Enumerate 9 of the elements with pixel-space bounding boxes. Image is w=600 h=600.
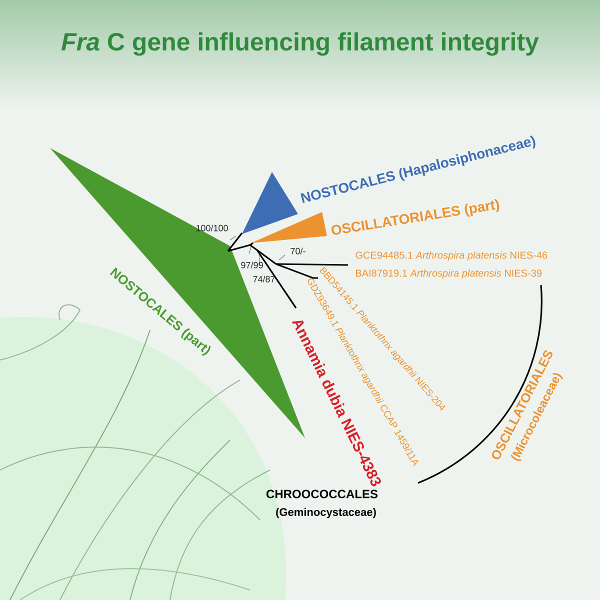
clade-label: CHROOCOCCALES (266, 490, 378, 498)
bootstrap-label: 100/100 (196, 224, 228, 232)
clade-label: (Geminocystaceae) (276, 508, 376, 518)
taxon-label: GCE94485.1 Arthrospira platensis NIES-46 (356, 251, 548, 261)
title: Fra C gene influencing filament integrity (62, 32, 539, 56)
bootstrap-label: 97/99 (241, 262, 263, 268)
bootstrap-label: 70/- (290, 248, 306, 254)
bootstrap-label: 74/87 (253, 276, 275, 282)
taxon-label: BAI87919.1 Arthrospira platensis NIES-39 (356, 269, 542, 279)
